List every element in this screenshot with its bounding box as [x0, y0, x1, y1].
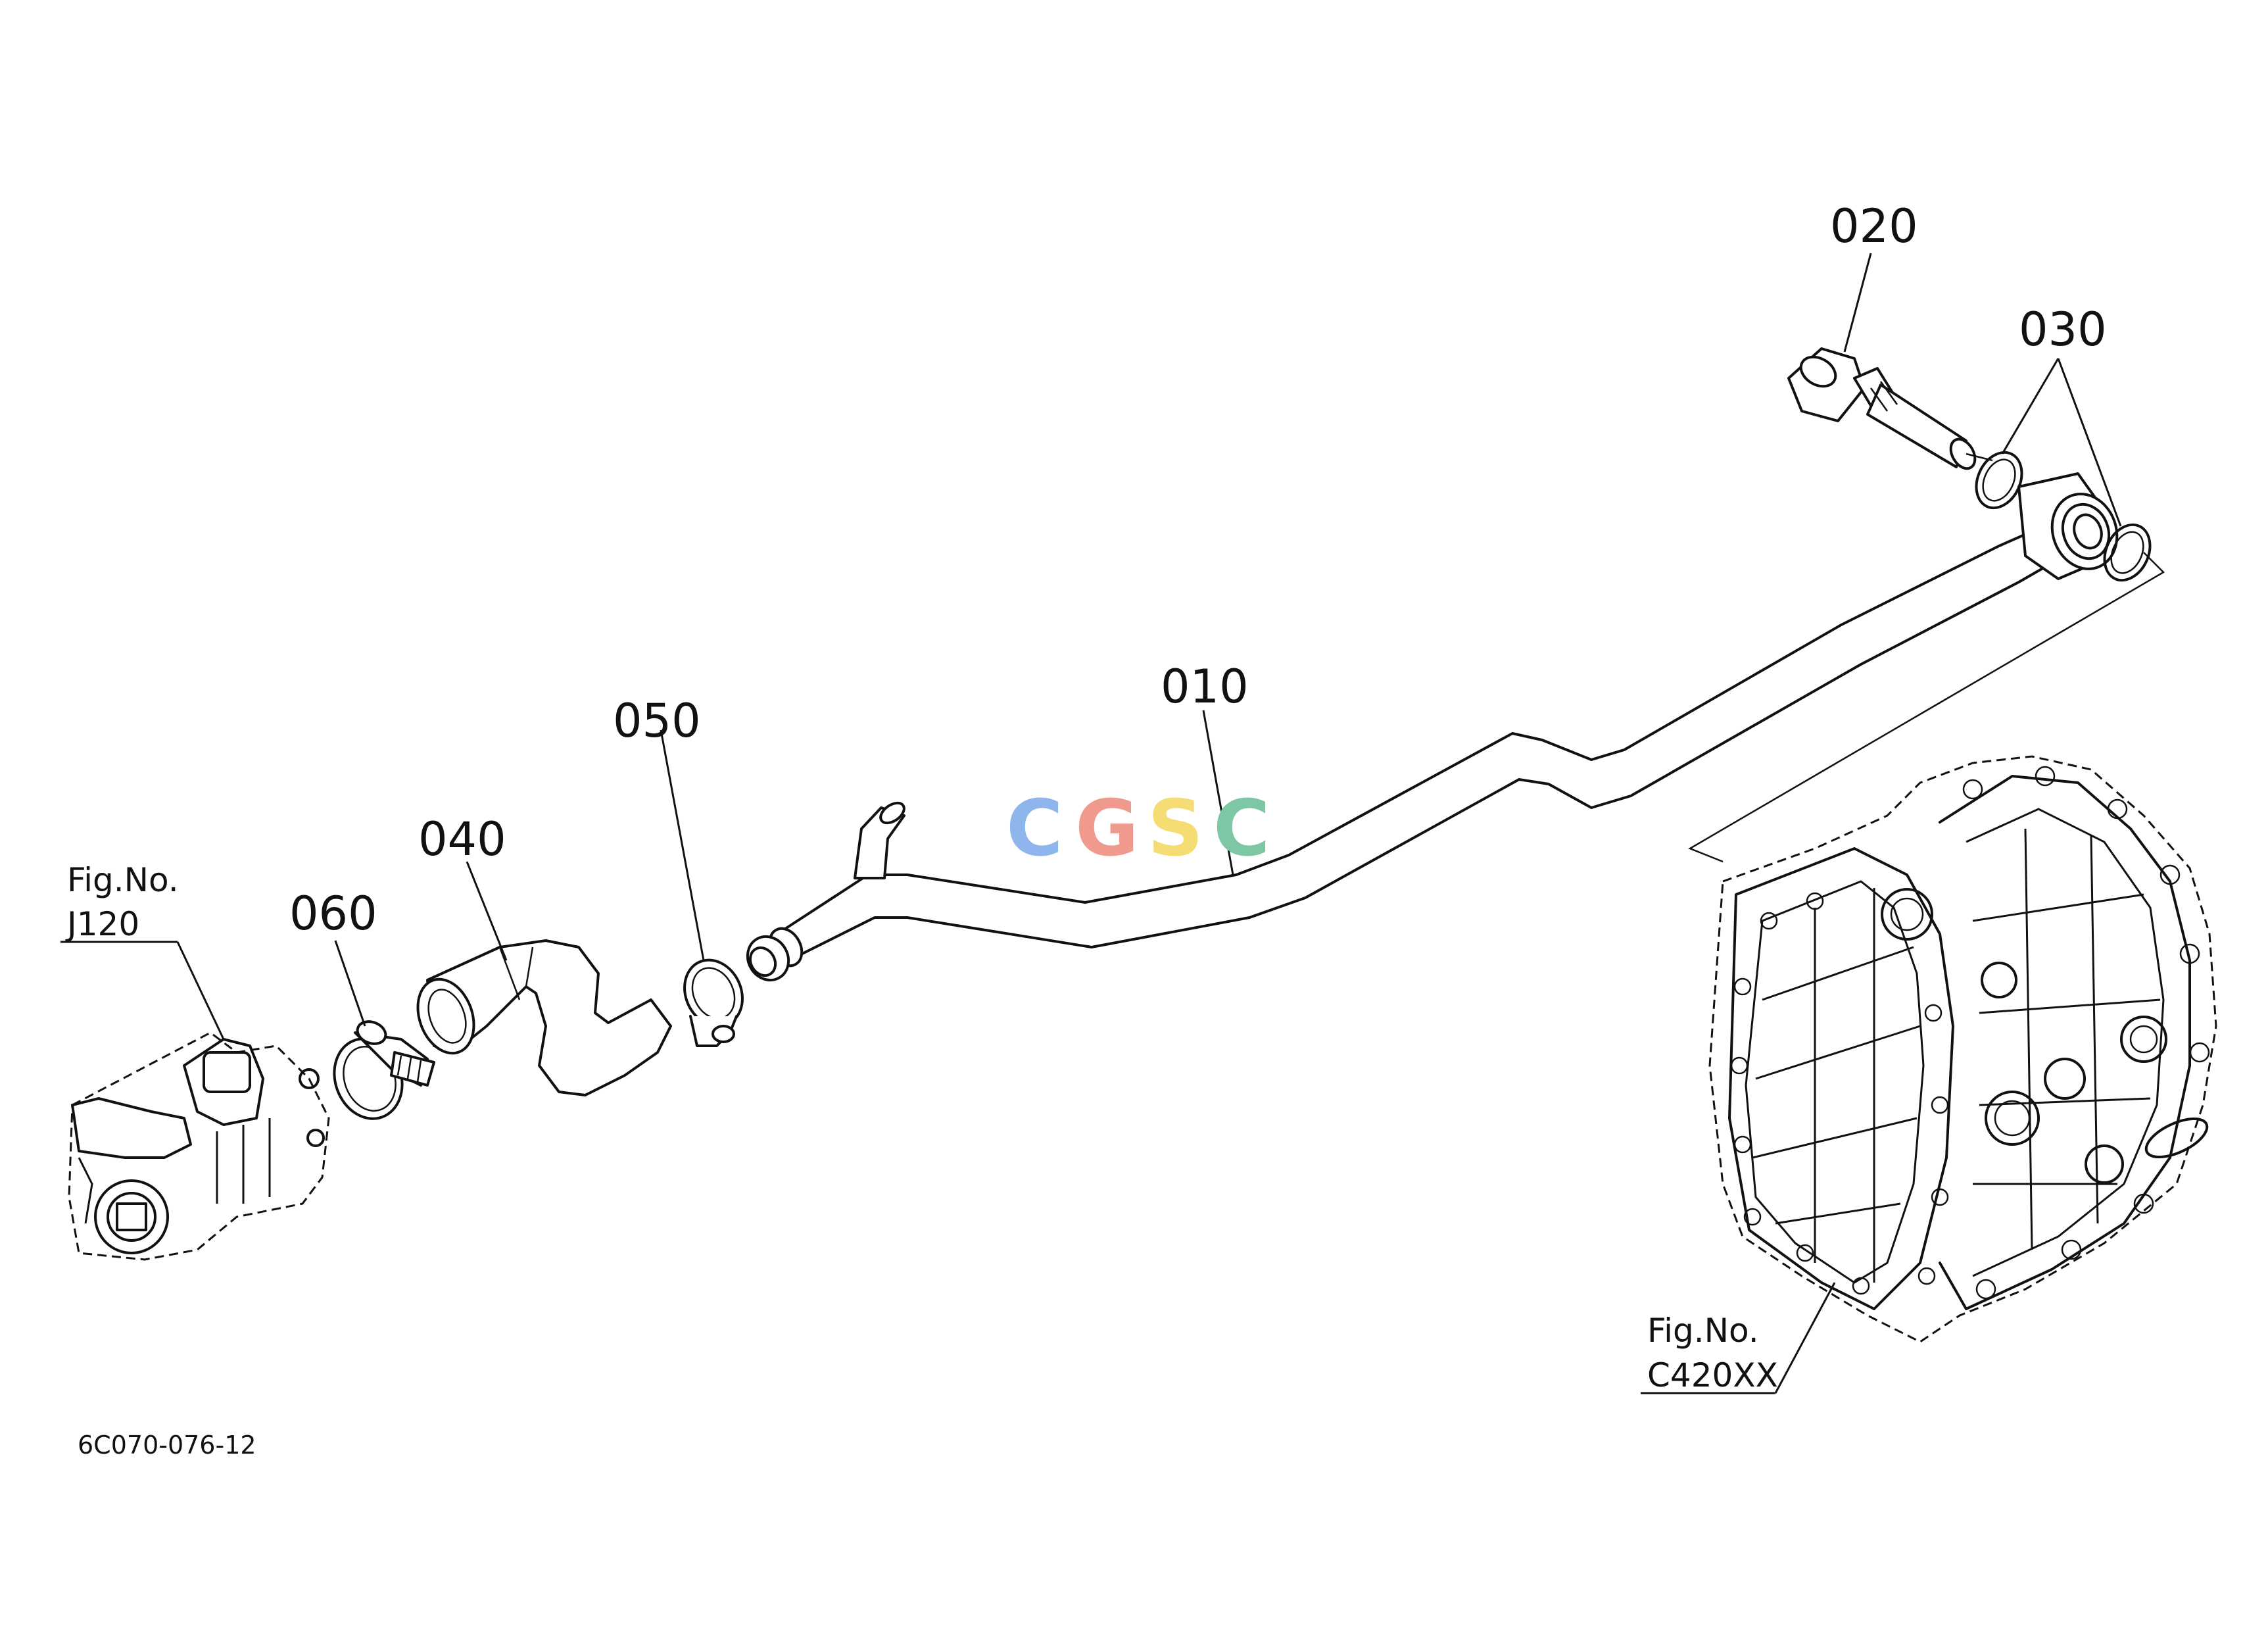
watermark-letter-s: S	[1147, 783, 1203, 873]
watermark-letter-g: G	[1075, 783, 1139, 873]
watermark-letter-c2: C	[1213, 783, 1270, 873]
diagram-code: 6C070-076-12	[78, 1431, 256, 1460]
pump-assembly	[68, 1031, 330, 1261]
transmission-case	[1708, 755, 2217, 1343]
watermark-letter-c1: C	[1006, 783, 1063, 873]
fig-ref-right-prefix: Fig.No.	[1647, 1312, 1759, 1350]
fig-ref-left-code: J120	[65, 905, 139, 943]
pipe-010	[746, 472, 2119, 982]
hose-040	[416, 939, 672, 1096]
part-label-060: 060	[289, 887, 377, 941]
clamp-060	[333, 1020, 435, 1120]
assembly-guides	[1688, 453, 2165, 863]
part-label-050: 050	[613, 694, 701, 748]
watermark-logo: C G S C	[1006, 783, 1270, 873]
fig-ref-left-prefix: Fig.No.	[67, 861, 179, 899]
part-label-020: 020	[1830, 199, 1918, 253]
leader-lines	[60, 253, 2122, 1394]
part-label-040: 040	[418, 812, 506, 866]
clamp-050	[683, 958, 744, 1047]
fig-ref-right-code: C420XX	[1647, 1356, 1778, 1394]
o-rings-030	[1975, 451, 2152, 582]
part-label-030: 030	[2019, 303, 2107, 356]
bolt-020	[1787, 347, 1977, 470]
part-label-010: 010	[1161, 660, 1249, 714]
